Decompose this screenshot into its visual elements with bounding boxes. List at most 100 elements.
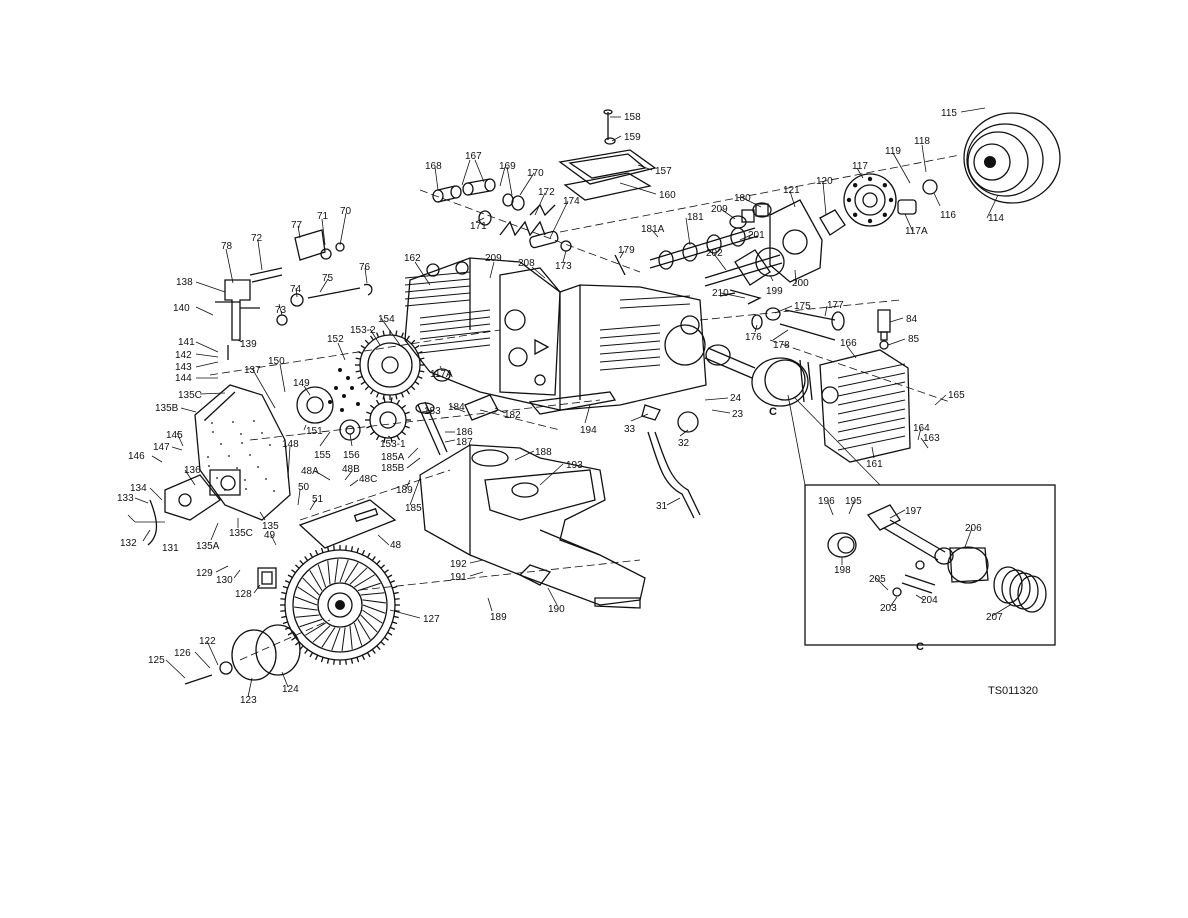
callout-155: 155	[314, 450, 331, 461]
callout-207: 207	[986, 612, 1003, 623]
fan-blade	[334, 558, 339, 583]
cover-dot	[232, 421, 234, 423]
washer-dot	[342, 394, 346, 398]
gear-tooth	[355, 370, 361, 373]
callout-116: 116	[940, 210, 956, 221]
bolt-hole	[888, 197, 894, 203]
callout-150: 150	[268, 356, 285, 367]
callout-135: 135	[262, 521, 279, 532]
washer-dot	[340, 408, 344, 412]
cover-dot	[265, 478, 267, 480]
callout-74: 74	[290, 284, 302, 295]
callout-152: 152	[327, 334, 344, 345]
ring-tooth	[280, 598, 286, 600]
gear-tooth	[369, 431, 375, 436]
ring-tooth	[299, 559, 304, 565]
callout-179: 179	[618, 245, 635, 256]
cover-dot	[269, 444, 271, 446]
bolt-hole	[867, 218, 873, 224]
cover-dot	[216, 477, 218, 479]
callout-208: 208	[518, 258, 535, 269]
head-fin	[837, 408, 906, 424]
ring-tooth	[361, 549, 365, 556]
fan-blade	[309, 570, 323, 591]
fan-blade	[360, 614, 378, 633]
ring-tooth	[309, 652, 314, 658]
cover-dot	[211, 422, 213, 424]
ring-tooth	[350, 546, 354, 552]
ring-tooth	[304, 556, 309, 561]
cover-dot	[261, 432, 263, 434]
bolt-hole	[867, 176, 873, 182]
bolt-hole	[852, 212, 858, 218]
gear-tooth	[382, 394, 385, 400]
fan-blade	[317, 564, 327, 588]
cover-dot	[244, 479, 246, 481]
ring-tooth	[282, 621, 288, 625]
callout-174: 174	[563, 196, 580, 207]
callout-186: 186	[456, 427, 473, 438]
ring-tooth	[389, 626, 396, 630]
ring-tooth	[376, 559, 381, 565]
callout-178: 178	[773, 340, 790, 351]
ring-tooth	[281, 591, 287, 595]
washer-dot	[356, 402, 360, 406]
top-cover	[558, 109, 657, 201]
drive-pulley	[963, 112, 1061, 204]
callout-77: 77	[291, 220, 303, 231]
ring-tooth	[393, 591, 399, 595]
gear-case-cover	[194, 384, 291, 521]
fan-blade	[344, 562, 359, 583]
gear-tooth	[364, 385, 370, 391]
gear-tooth	[401, 404, 407, 409]
head-fin	[837, 363, 906, 379]
left-cylinder-fins	[404, 261, 491, 354]
callout-48a: 48A	[301, 466, 319, 477]
callout-leaders	[127, 107, 1011, 698]
callout-144: 144	[175, 373, 192, 384]
callout-175: 175	[794, 301, 811, 312]
callout-129: 129	[196, 568, 213, 579]
callout-204: 204	[921, 595, 938, 606]
callout-49: 49	[264, 530, 276, 541]
breaker-points	[147, 469, 241, 546]
callout-51: 51	[312, 494, 324, 505]
gear-tooth	[375, 399, 380, 405]
gear-tooth	[383, 397, 386, 403]
ring-gear-teeth	[280, 545, 400, 665]
gear-tooth	[404, 425, 410, 429]
callout-118: 118	[914, 136, 930, 147]
ring-tooth	[309, 552, 314, 558]
callout-122: 122	[199, 636, 216, 647]
callout-71: 71	[317, 211, 329, 222]
head-fin	[837, 426, 906, 442]
gear-tooth	[406, 389, 410, 395]
cover-dot	[208, 465, 210, 467]
callout-199: 199	[766, 286, 783, 297]
callout-72: 72	[251, 233, 263, 244]
callout-121: 121	[783, 185, 800, 196]
head-fins	[837, 363, 906, 451]
callout-140: 140	[173, 303, 190, 314]
ring-tooth	[394, 598, 400, 600]
callout-85: 85	[908, 334, 920, 345]
gear-tooth	[369, 404, 375, 409]
callout-185b: 185B	[381, 463, 405, 474]
callout-124: 124	[282, 684, 299, 695]
callout-24: 24	[730, 393, 742, 404]
callout-50: 50	[298, 482, 310, 493]
callout-182: 182	[504, 410, 521, 421]
callout-153-1: 153-1	[380, 439, 406, 450]
callout-130: 130	[216, 575, 233, 586]
bolt-hole	[882, 182, 888, 188]
gear-tooth	[410, 385, 416, 391]
fan-blade	[360, 592, 385, 596]
ring-tooth	[366, 652, 371, 658]
callout-183: 183	[424, 406, 441, 417]
ring-tooth	[356, 547, 360, 553]
fan-blade	[341, 627, 346, 652]
callout-114: 114	[988, 213, 1004, 224]
ring-tooth	[281, 615, 287, 619]
ring-tooth	[345, 659, 347, 665]
